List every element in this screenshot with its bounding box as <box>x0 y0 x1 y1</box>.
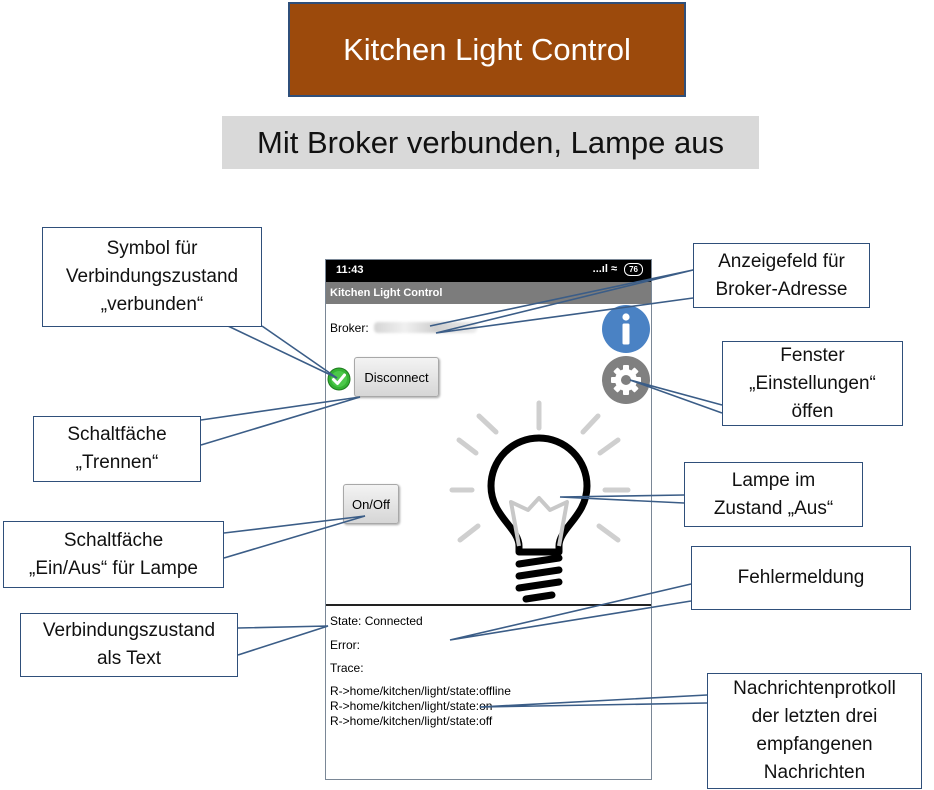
callout-broker-field: Anzeigefeld für Broker-Adresse <box>693 243 870 308</box>
callout-disconnect-button: Schaltfäche „Trennen“ <box>33 416 201 482</box>
callout-onoff-button: Schaltfäche „Ein/Aus“ für Lampe <box>3 521 224 588</box>
app-title-bar: Kitchen Light Control <box>326 282 651 304</box>
page-subtitle: Mit Broker verbunden, Lampe aus <box>222 116 759 169</box>
divider <box>326 604 651 606</box>
error-text: Error: <box>330 638 360 652</box>
log-line: R->home/kitchen/light/state:on <box>330 699 493 713</box>
trace-text: Trace: <box>330 661 364 675</box>
callout-settings-window: Fenster „Einstellungen“ öffen <box>722 341 903 426</box>
onoff-button[interactable]: On/Off <box>343 484 399 524</box>
status-icons: ...ıl ≈ 76 <box>593 263 643 276</box>
callout-message-protocol: Nachrichtenprotkoll der letzten drei emp… <box>707 673 922 789</box>
lamp-bulb-icon <box>449 400 631 603</box>
log-line: R->home/kitchen/light/state:offline <box>330 684 511 698</box>
callout-state-text: Verbindungszustand als Text <box>20 613 238 677</box>
battery-icon: 76 <box>624 263 643 276</box>
callout-error-message: Fehlermeldung <box>691 546 911 610</box>
status-time: 11:43 <box>336 264 364 276</box>
phone-screen: 11:43 ...ıl ≈ 76 Kitchen Light Control B… <box>325 259 652 780</box>
broker-address-field <box>374 322 477 333</box>
callout-lamp-state: Lampe im Zustand „Aus“ <box>684 462 863 527</box>
state-text: State: Connected <box>330 614 423 628</box>
callout-connection-symbol: Symbol für Verbindungszustand „verbunden… <box>42 227 262 327</box>
status-bar: 11:43 ...ıl ≈ 76 <box>326 260 651 282</box>
info-icon[interactable] <box>601 304 651 354</box>
log-line: R->home/kitchen/light/state:off <box>330 714 493 728</box>
page-title: Kitchen Light Control <box>288 2 686 97</box>
signal-icon: ...ıl <box>592 263 608 275</box>
wifi-icon: ≈ <box>610 263 618 275</box>
disconnect-button[interactable]: Disconnect <box>354 357 439 397</box>
connected-check-icon <box>327 367 351 391</box>
broker-label: Broker: <box>330 321 369 335</box>
